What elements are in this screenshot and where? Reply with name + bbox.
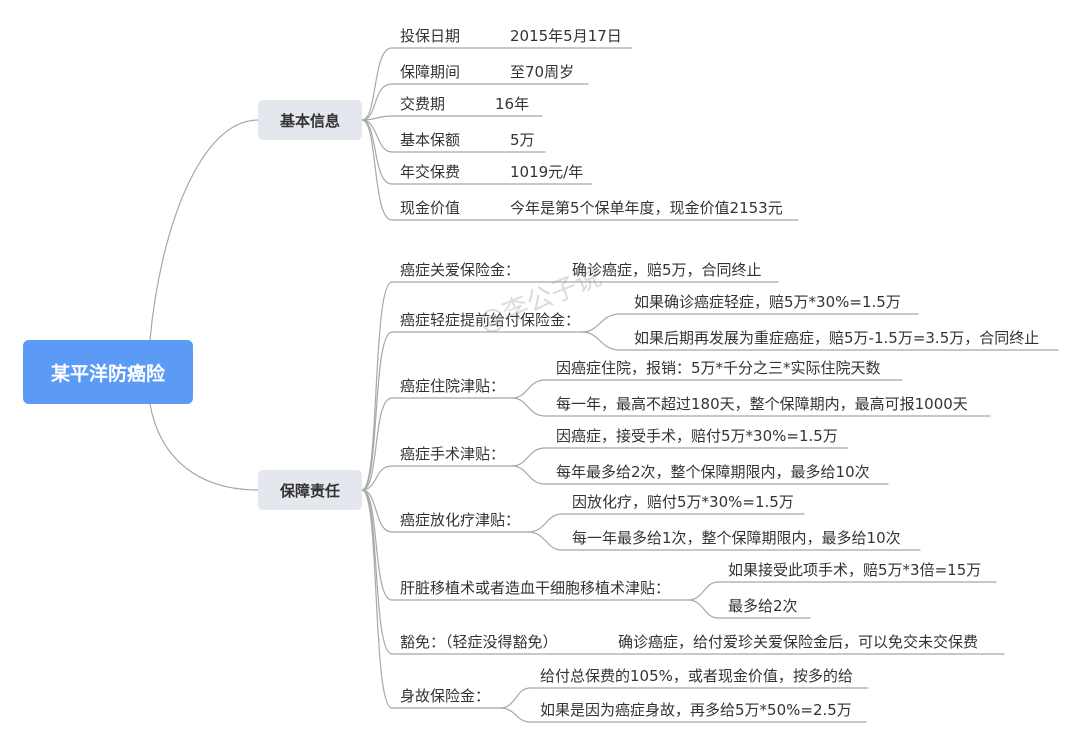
duty-detail: 如果确诊癌症轻症，赔5万*30%=1.5万 (634, 293, 901, 311)
basic-info-value: 至70周岁 (510, 63, 575, 81)
connector-duty-2 (361, 397, 393, 491)
basic-info-name: 年交保费 (400, 163, 461, 181)
connector-basic-2 (361, 115, 393, 121)
root-node-label: 某平洋防癌险 (50, 362, 165, 385)
root-node[interactable]: 某平洋防癌险 (23, 340, 193, 404)
basic-info-value: 16年 (495, 95, 530, 113)
basic-info-name: 交费期 (400, 95, 446, 113)
duty-detail: 确诊癌症，给付爱珍关爱保险金后，可以免交未交保费 (618, 633, 979, 651)
connector-duty-1 (361, 331, 393, 491)
duty-detail: 因放化疗，赔付5万*30%=1.5万 (572, 493, 794, 511)
branch-node-coverage[interactable]: 保障责任 (258, 470, 362, 510)
connector-duty-4 (361, 489, 393, 533)
basic-info-value: 今年是第5个保单年度，现金价值2153元 (510, 199, 783, 217)
duty-name: 身故保险金： (400, 687, 491, 705)
basic-info-name: 现金价值 (400, 199, 461, 217)
duty-name: 癌症轻症提前给付保险金： (400, 311, 581, 329)
duty-name: 癌症关爱保险金： (400, 261, 521, 279)
connector-basic-4 (361, 119, 393, 185)
duty-name: 癌症住院津贴： (400, 377, 506, 395)
connector-basic-3 (361, 119, 393, 153)
branch-node-basic-info-label: 基本信息 (279, 111, 340, 130)
connector-basic-5 (361, 119, 393, 221)
basic-info-value: 5万 (510, 131, 535, 149)
duty-detail: 最多给2次 (728, 597, 798, 615)
basic-info-name: 基本保额 (400, 131, 461, 149)
duty-detail: 每一年，最高不超过180天，整个保障期内，最高可报1000天 (556, 395, 968, 413)
basic-info-name: 投保日期 (400, 27, 461, 45)
duty-name: 癌症手术津贴： (400, 445, 506, 463)
duty-name: 肝脏移植术或者造血干细胞移植术津贴： (400, 579, 671, 597)
duty-name: 豁免：（轻症没得豁免） (400, 633, 558, 651)
basic-info-value: 2015年5月17日 (510, 27, 622, 45)
duty-detail: 如果接受此项手术，赔5万*3倍=15万 (728, 561, 982, 579)
duty-detail: 每一年最多给1次，整个保障期限内，最多给10次 (572, 529, 901, 547)
duty-detail: 如果后期再发展为重症癌症，赔5万-1.5万=3.5万，合同终止 (634, 329, 1040, 347)
connector-duty-0 (361, 281, 393, 491)
duty-name: 癌症放化疗津贴： (400, 511, 521, 529)
branch-node-basic-info[interactable]: 基本信息 (258, 100, 362, 140)
duty-detail: 因癌症住院，报销：5万*千分之三*实际住院天数 (556, 359, 881, 377)
duty-detail: 因癌症，接受手术，赔付5万*30%=1.5万 (556, 427, 838, 445)
connector-root-basic (149, 119, 259, 341)
connector-duty-5 (361, 489, 393, 601)
duty-detail: 给付总保费的105%，或者现金价值，按多的给 (540, 667, 853, 685)
connector-basic-0 (361, 47, 393, 121)
duty-detail: 确诊癌症，赔5万，合同终止 (572, 261, 762, 279)
connector-duty-7 (361, 489, 393, 709)
basic-info-name: 保障期间 (400, 63, 461, 81)
connector-duty-6 (361, 489, 393, 655)
duty-detail: 如果是因为癌症身故，再多给5万*50%=2.5万 (540, 701, 852, 719)
duty-detail: 每年最多给2次，整个保障期限内，最多给10次 (556, 463, 870, 481)
connector-root-duty (149, 403, 259, 491)
connector-duty-3 (361, 465, 393, 491)
connector-basic-1 (361, 83, 393, 121)
branch-node-coverage-label: 保障责任 (279, 481, 340, 500)
basic-info-value: 1019元/年 (510, 163, 584, 181)
